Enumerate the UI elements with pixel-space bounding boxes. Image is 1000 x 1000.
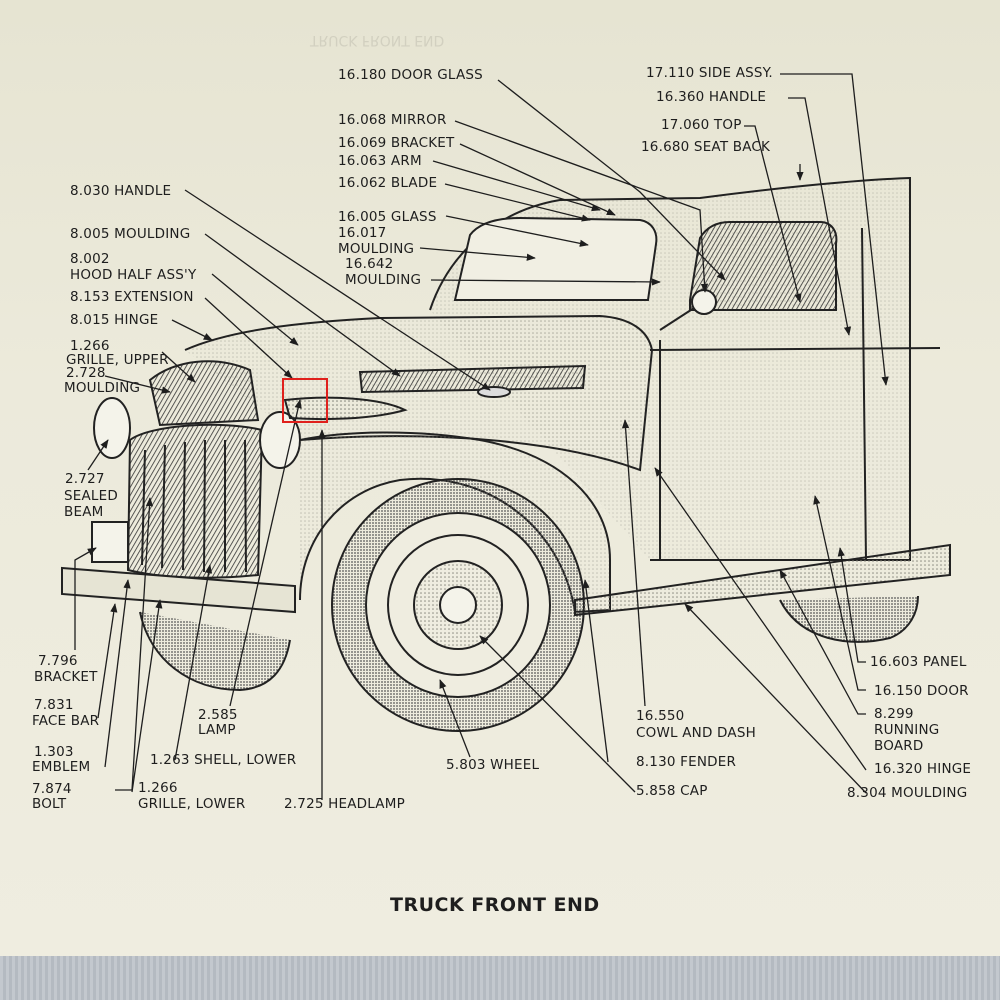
- label-bracket-7796-name: BRACKET: [34, 669, 98, 685]
- label-handle-8030: 8.030 HANDLE: [70, 183, 172, 199]
- label-arm: 16.063 ARM: [338, 153, 422, 169]
- label-wheel: 5.803 WHEEL: [446, 757, 540, 773]
- label-emblem-name: EMBLEM: [32, 759, 91, 775]
- label-shell-lower: 1.263 SHELL, LOWER: [150, 752, 297, 768]
- label-panel: 16.603 PANEL: [870, 654, 967, 670]
- label-grille-upper-number: 1.266: [70, 338, 110, 354]
- label-hood-name: HOOD HALF ASS'Y: [70, 267, 197, 283]
- label-moulding-16642-number: 16.642: [345, 256, 394, 272]
- label-lamp-number: 2.585: [198, 707, 238, 723]
- rear-wheel: [779, 595, 919, 643]
- label-moulding-8005: 8.005 MOULDING: [70, 226, 191, 242]
- headlamps: [93, 396, 408, 469]
- label-face-bar-number: 7.831: [34, 697, 74, 713]
- label-extension: 8.153 EXTENSION: [70, 289, 194, 305]
- label-grille-lower-name: GRILLE, LOWER: [138, 796, 246, 812]
- label-bracket-16069: 16.069 BRACKET: [338, 135, 455, 151]
- label-fender: 8.130 FENDER: [636, 754, 737, 770]
- label-bolt-name: BOLT: [32, 796, 67, 812]
- label-running-board-number: 8.299: [874, 706, 914, 722]
- label-seat-back: 16.680 SEAT BACK: [641, 139, 771, 155]
- cab-body: [429, 176, 941, 561]
- label-running-board-name-1: RUNNING: [874, 722, 940, 738]
- label-bolt-number: 7.874: [32, 781, 72, 797]
- label-sealed-beam-number: 2.727: [65, 471, 105, 487]
- label-top: 17.060 TOP: [661, 117, 742, 133]
- bleed-through-text: TRUCK FRONT END: [310, 32, 445, 48]
- label-door-glass: 16.180 DOOR GLASS: [338, 67, 483, 83]
- label-hinge-8015: 8.015 HINGE: [70, 312, 159, 328]
- label-headlamp: 2.725 HEADLAMP: [284, 796, 405, 812]
- truck-illustration: [61, 73, 951, 800]
- grille: [126, 360, 264, 579]
- background-cloth: [0, 956, 1000, 1000]
- left-front-wheel: [139, 611, 291, 692]
- label-blade: 16.062 BLADE: [338, 175, 438, 191]
- label-moulding-2728-number: 2.728: [66, 365, 106, 381]
- label-cowl-name: COWL AND DASH: [636, 725, 756, 741]
- label-bracket-7796-number: 7.796: [38, 653, 78, 669]
- front-wheel: [331, 478, 585, 732]
- label-lamp-name: LAMP: [198, 722, 236, 738]
- label-door: 16.150 DOOR: [874, 683, 969, 699]
- diagram-title: TRUCK FRONT END: [390, 894, 600, 916]
- label-hinge-16320: 16.320 HINGE: [874, 761, 972, 777]
- label-side-assy: 17.110 SIDE ASSY.: [646, 65, 773, 81]
- label-moulding-2728-name: MOULDING: [64, 380, 141, 396]
- label-moulding-16017-number: 16.017: [338, 225, 387, 241]
- label-face-bar-name: FACE BAR: [32, 713, 100, 729]
- label-sealed-beam-name-2: BEAM: [64, 504, 104, 520]
- label-glass: 16.005 GLASS: [338, 209, 437, 225]
- leader-lines: [74, 73, 889, 800]
- bumper: [61, 521, 296, 614]
- label-mirror: 16.068 MIRROR: [338, 112, 447, 128]
- label-cowl-number: 16.550: [636, 708, 685, 724]
- highlight-box: [282, 378, 328, 423]
- label-moulding-16017-name: MOULDING: [338, 241, 415, 257]
- label-moulding-16642-name: MOULDING: [345, 272, 422, 288]
- running-board: [574, 543, 951, 617]
- label-moulding-8304: 8.304 MOULDING: [847, 785, 968, 801]
- label-handle-16360: 16.360 HANDLE: [656, 89, 767, 105]
- label-cap: 5.858 CAP: [636, 783, 708, 799]
- label-hood-number: 8.002: [70, 251, 110, 267]
- label-sealed-beam-name-1: SEALED: [64, 488, 118, 504]
- label-grille-lower-number: 1.266: [138, 780, 178, 796]
- label-running-board-name-2: BOARD: [874, 738, 924, 754]
- label-grille-upper-name: GRILLE, UPPER: [66, 352, 169, 368]
- label-emblem-number: 1.303: [34, 744, 74, 760]
